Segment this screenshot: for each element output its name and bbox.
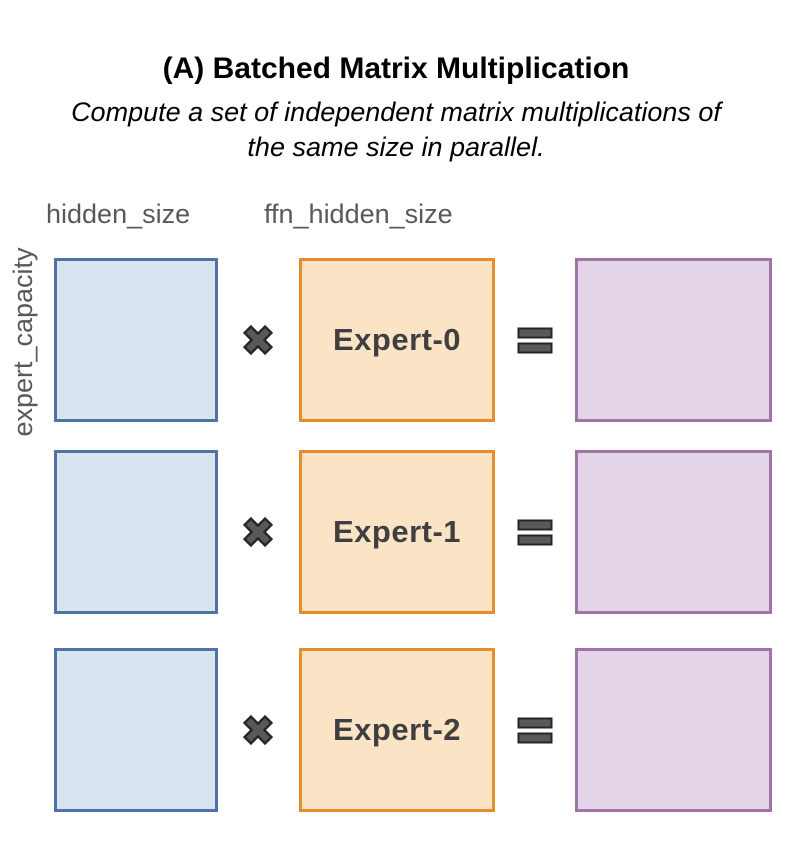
- multiply-icon: [242, 516, 274, 548]
- bmm-row-2: Expert-2: [0, 648, 796, 812]
- multiply-icon: [242, 324, 274, 356]
- expert-label: Expert-0: [332, 322, 462, 357]
- equals-icon: [517, 717, 553, 744]
- bmm-row-1: Expert-1: [0, 450, 796, 614]
- output-matrix-1: [575, 450, 772, 614]
- input-matrix-1: [54, 450, 218, 614]
- equals-icon: [517, 519, 553, 546]
- output-matrix-0: [575, 258, 772, 422]
- ffn-hidden-size-label: ffn_hidden_size: [264, 199, 453, 229]
- multiply-icon: [242, 714, 274, 746]
- figure-header: (A) Batched Matrix Multiplication Comput…: [6, 52, 786, 165]
- equals-icon: [517, 327, 553, 354]
- input-matrix-0: [54, 258, 218, 422]
- hidden-size-label: hidden_size: [46, 199, 191, 229]
- figure-subtitle-line-1: Compute a set of independent matrix mult…: [71, 97, 721, 127]
- input-matrix-2: [54, 648, 218, 812]
- expert-matrix-0: Expert-0: [299, 258, 495, 422]
- figure-title: (A) Batched Matrix Multiplication: [162, 52, 630, 85]
- expert-matrix-2: Expert-2: [299, 648, 495, 812]
- expert-matrix-1: Expert-1: [299, 450, 495, 614]
- figure-subtitle-line-2: the same size in parallel.: [247, 132, 545, 162]
- bmm-row-0: Expert-0: [0, 258, 796, 422]
- expert-label: Expert-2: [332, 712, 462, 747]
- output-matrix-2: [575, 648, 772, 812]
- expert-label: Expert-1: [332, 514, 462, 549]
